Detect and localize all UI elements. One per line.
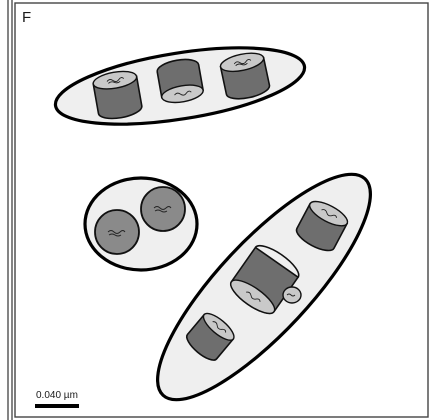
particle-cap	[283, 287, 301, 303]
particle-sphere	[141, 187, 185, 231]
particle-sphere	[95, 210, 139, 254]
particle-cylinder	[92, 68, 143, 121]
scale-bar-label: 0.040 µm	[36, 390, 78, 401]
scale-bar: 0.040 µm	[35, 390, 79, 408]
scale-bar-line	[35, 404, 79, 408]
left-margin-strip	[0, 0, 12, 420]
round-capsule-group	[85, 178, 197, 270]
particle-cylinder	[156, 57, 205, 106]
panel-label: F	[22, 9, 31, 26]
